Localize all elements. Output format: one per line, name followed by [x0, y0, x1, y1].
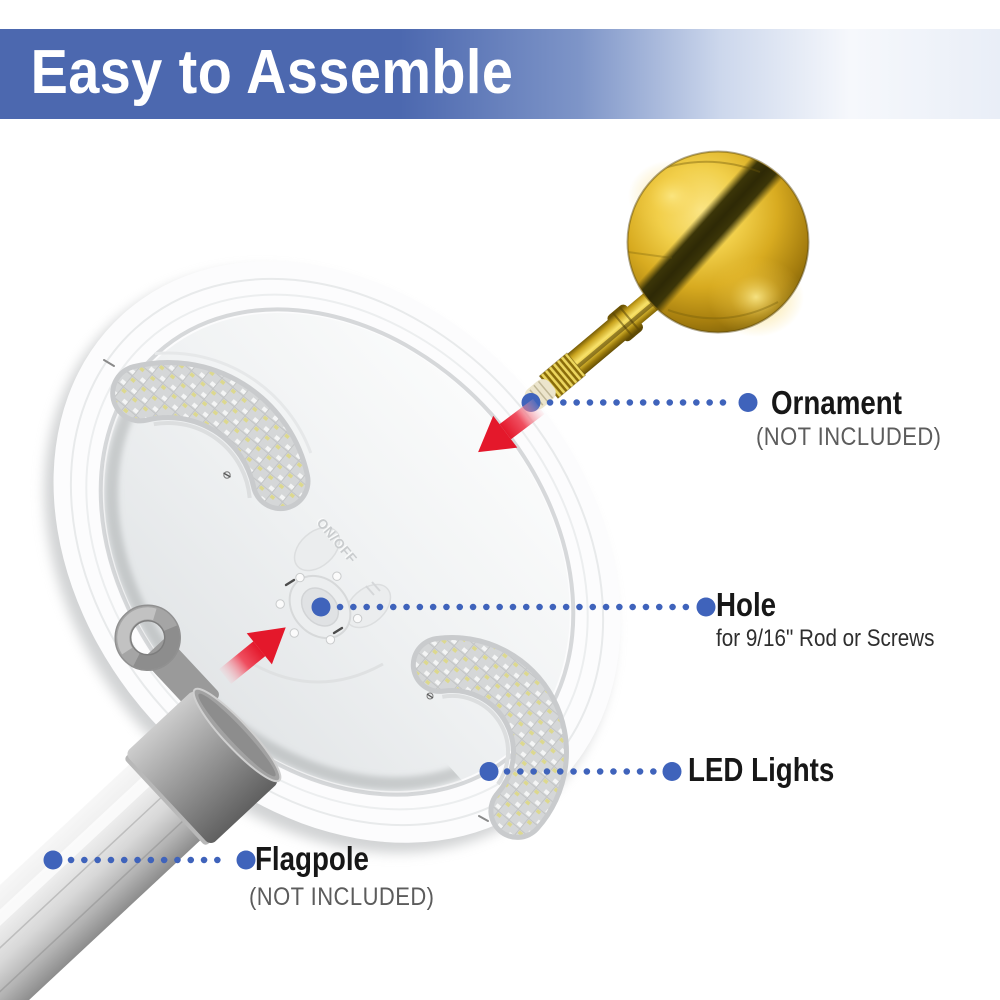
callout-hole: Hole — [716, 586, 788, 623]
switch-cover — [293, 526, 341, 572]
led-panel-upper — [110, 360, 311, 512]
callout-ornament-note: (NOT INCLUDED) — [756, 423, 967, 452]
callout-flagpole-note: (NOT INCLUDED) — [249, 883, 460, 912]
callout-hole-note: for 9/16" Rod or Screws — [716, 625, 970, 652]
flagpole-collar — [125, 687, 282, 845]
ornament-ball — [626, 150, 810, 337]
leader-lines — [43, 393, 758, 870]
leader-dot — [696, 597, 716, 617]
ornament-rod — [524, 291, 660, 410]
leader-dot — [236, 850, 256, 870]
leader-line-flagpole — [43, 850, 256, 870]
assembly-arrow-pole — [219, 627, 286, 684]
ornament-graphic — [524, 150, 810, 410]
leader-dot — [43, 850, 63, 870]
ornament-note: (NOT INCLUDED) — [756, 423, 942, 451]
hole-note: for 9/16" Rod or Screws — [716, 625, 935, 652]
hub-screws — [275, 571, 363, 645]
callout-flagpole: Flagpole — [255, 840, 391, 877]
led-panel-lower — [410, 635, 569, 840]
callout-ornament: Ornament — [771, 384, 927, 421]
banner-title: Easy to Assemble — [30, 38, 514, 107]
panel-screw — [103, 359, 489, 822]
hole-label: Hole — [716, 586, 777, 623]
leader-line-hole — [311, 597, 716, 617]
leader-dot — [662, 762, 682, 781]
ornament-label: Ornament — [771, 384, 902, 421]
led-lights-label: LED Lights — [688, 751, 835, 788]
title-banner: Easy to Assemble — [0, 29, 1000, 119]
flagpole-label: Flagpole — [255, 840, 369, 877]
flagpole-tube — [0, 756, 209, 1000]
assembly-arrow-ornament — [478, 398, 545, 453]
flagpole-note: (NOT INCLUDED) — [249, 883, 435, 911]
leader-line-led — [479, 762, 682, 781]
leader-dot — [479, 762, 499, 781]
callout-led-lights: LED Lights — [688, 751, 862, 788]
flagpole-graphic — [0, 604, 282, 1000]
leader-dot — [311, 597, 331, 617]
leader-dot — [738, 393, 758, 412]
flagpole-eyelet — [114, 604, 181, 672]
